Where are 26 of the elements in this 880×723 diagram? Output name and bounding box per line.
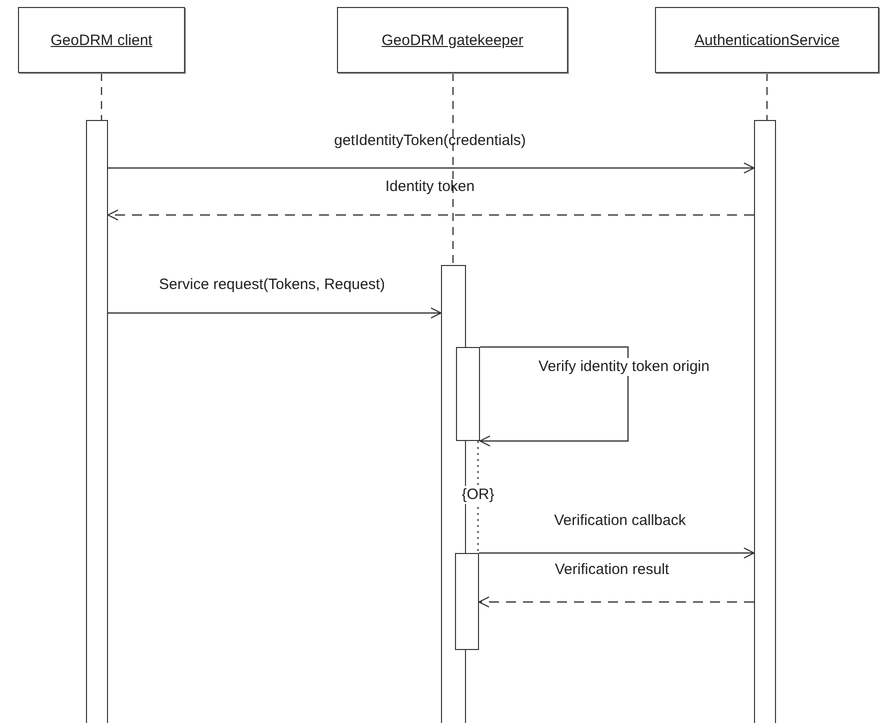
message-arrow bbox=[478, 596, 754, 608]
message-arrow bbox=[479, 346, 629, 447]
activation-bar bbox=[455, 553, 479, 650]
lifeline bbox=[100, 73, 102, 120]
message-arrow bbox=[108, 162, 755, 174]
participant-box bbox=[337, 7, 568, 73]
message-label: getIdentityToken(credentials) bbox=[334, 132, 526, 150]
participant-name: AuthenticationService bbox=[694, 32, 840, 48]
participant-name: GeoDRM gatekeeper bbox=[382, 32, 524, 48]
message-arrow bbox=[108, 307, 442, 319]
message-arrow bbox=[107, 209, 754, 221]
message-label: Verification result bbox=[554, 561, 670, 579]
lifeline bbox=[766, 73, 768, 120]
message-label: Verification callback bbox=[554, 512, 686, 530]
message-label: Identity token bbox=[385, 178, 475, 196]
constraint-label: Verify identity token origin bbox=[538, 358, 710, 376]
participant-box bbox=[655, 7, 879, 73]
lifeline bbox=[452, 73, 454, 265]
activation-bar bbox=[456, 347, 480, 441]
activation-bar bbox=[754, 120, 776, 723]
constraint-label: {OR} bbox=[460, 486, 496, 504]
participant-box bbox=[18, 7, 185, 73]
message-label: Service request(Tokens, Request) bbox=[159, 276, 385, 294]
activation-bar bbox=[86, 120, 108, 723]
message-arrow bbox=[479, 547, 755, 559]
participant-name: GeoDRM client bbox=[50, 32, 152, 48]
